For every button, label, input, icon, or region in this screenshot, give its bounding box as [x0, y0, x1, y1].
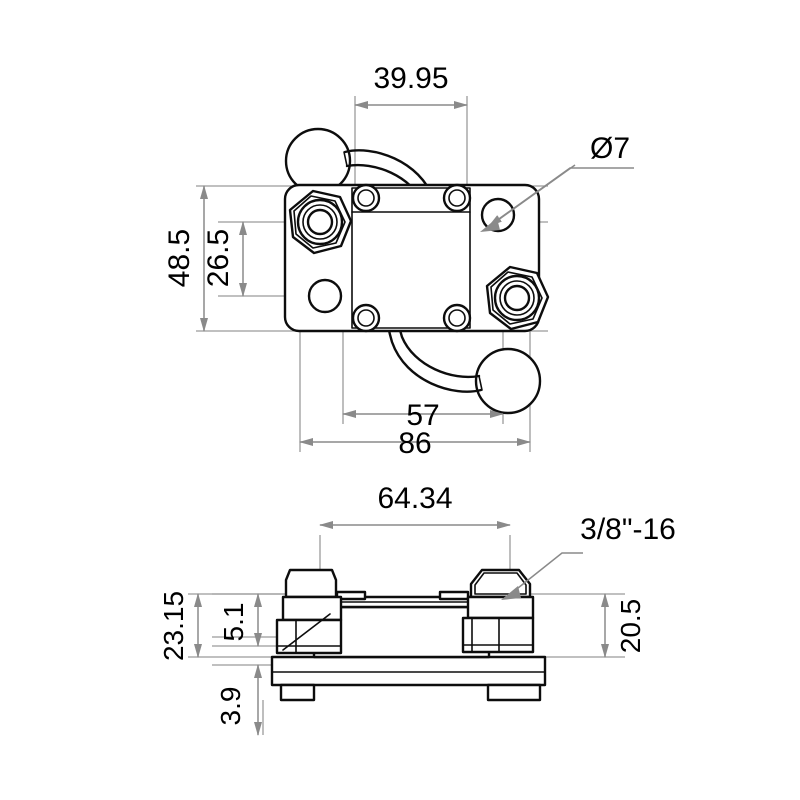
top-view: 39.95 48.5 26.5 57 86 [163, 62, 634, 460]
terminal-stud-upper-left [288, 189, 353, 255]
dimension-39-95-label: 39.95 [373, 62, 448, 95]
dimension-57-label: 57 [406, 399, 439, 432]
dimension-64-34-label: 64.34 [377, 482, 452, 515]
callout-thread-3-8-16-label: 3/8"-16 [580, 513, 676, 546]
dimension-86: 86 [299, 427, 531, 460]
callout-diameter-7-label: Ø7 [590, 132, 630, 165]
mounting-screw-top-left [351, 183, 381, 213]
dimension-5-1-label: 5.1 [218, 603, 249, 642]
callout-thread-3-8-16: 3/8"-16 [501, 513, 676, 600]
callout-diameter-7: Ø7 [480, 132, 634, 232]
through-hole-lower-left [307, 278, 343, 314]
dimension-48-5-label: 48.5 [163, 229, 196, 287]
dimension-86-label: 86 [398, 427, 431, 460]
dimension-3-9-label: 3.9 [215, 687, 246, 726]
dimension-20-5-label: 20.5 [615, 599, 646, 654]
dimension-3-9: 3.9 [215, 664, 262, 736]
terminal-stud-lower-right [485, 265, 550, 331]
dimension-20-5: 20.5 [601, 593, 646, 658]
dimension-5-1: 5.1 [218, 593, 262, 647]
dimension-64-34: 64.34 [319, 482, 511, 529]
base-plate [270, 655, 547, 702]
dimension-26-5-label: 26.5 [202, 229, 235, 287]
dimension-23-15: 23.15 [158, 591, 202, 661]
terminal-stack-left [275, 568, 343, 655]
dimension-26-5: 26.5 [202, 221, 247, 297]
mounting-screw-bottom-left [351, 303, 381, 333]
dimension-57: 57 [342, 399, 504, 432]
terminal-stack-right [461, 568, 535, 654]
mounting-screw-top-right [442, 183, 472, 213]
side-view: 64.34 23.15 5.1 3.9 20.5 [158, 482, 676, 736]
dimension-48-5: 48.5 [163, 185, 208, 332]
dimension-23-15-label: 23.15 [158, 591, 189, 661]
dimension-39-95: 39.95 [354, 62, 468, 109]
mounting-screw-bottom-right [442, 303, 472, 333]
